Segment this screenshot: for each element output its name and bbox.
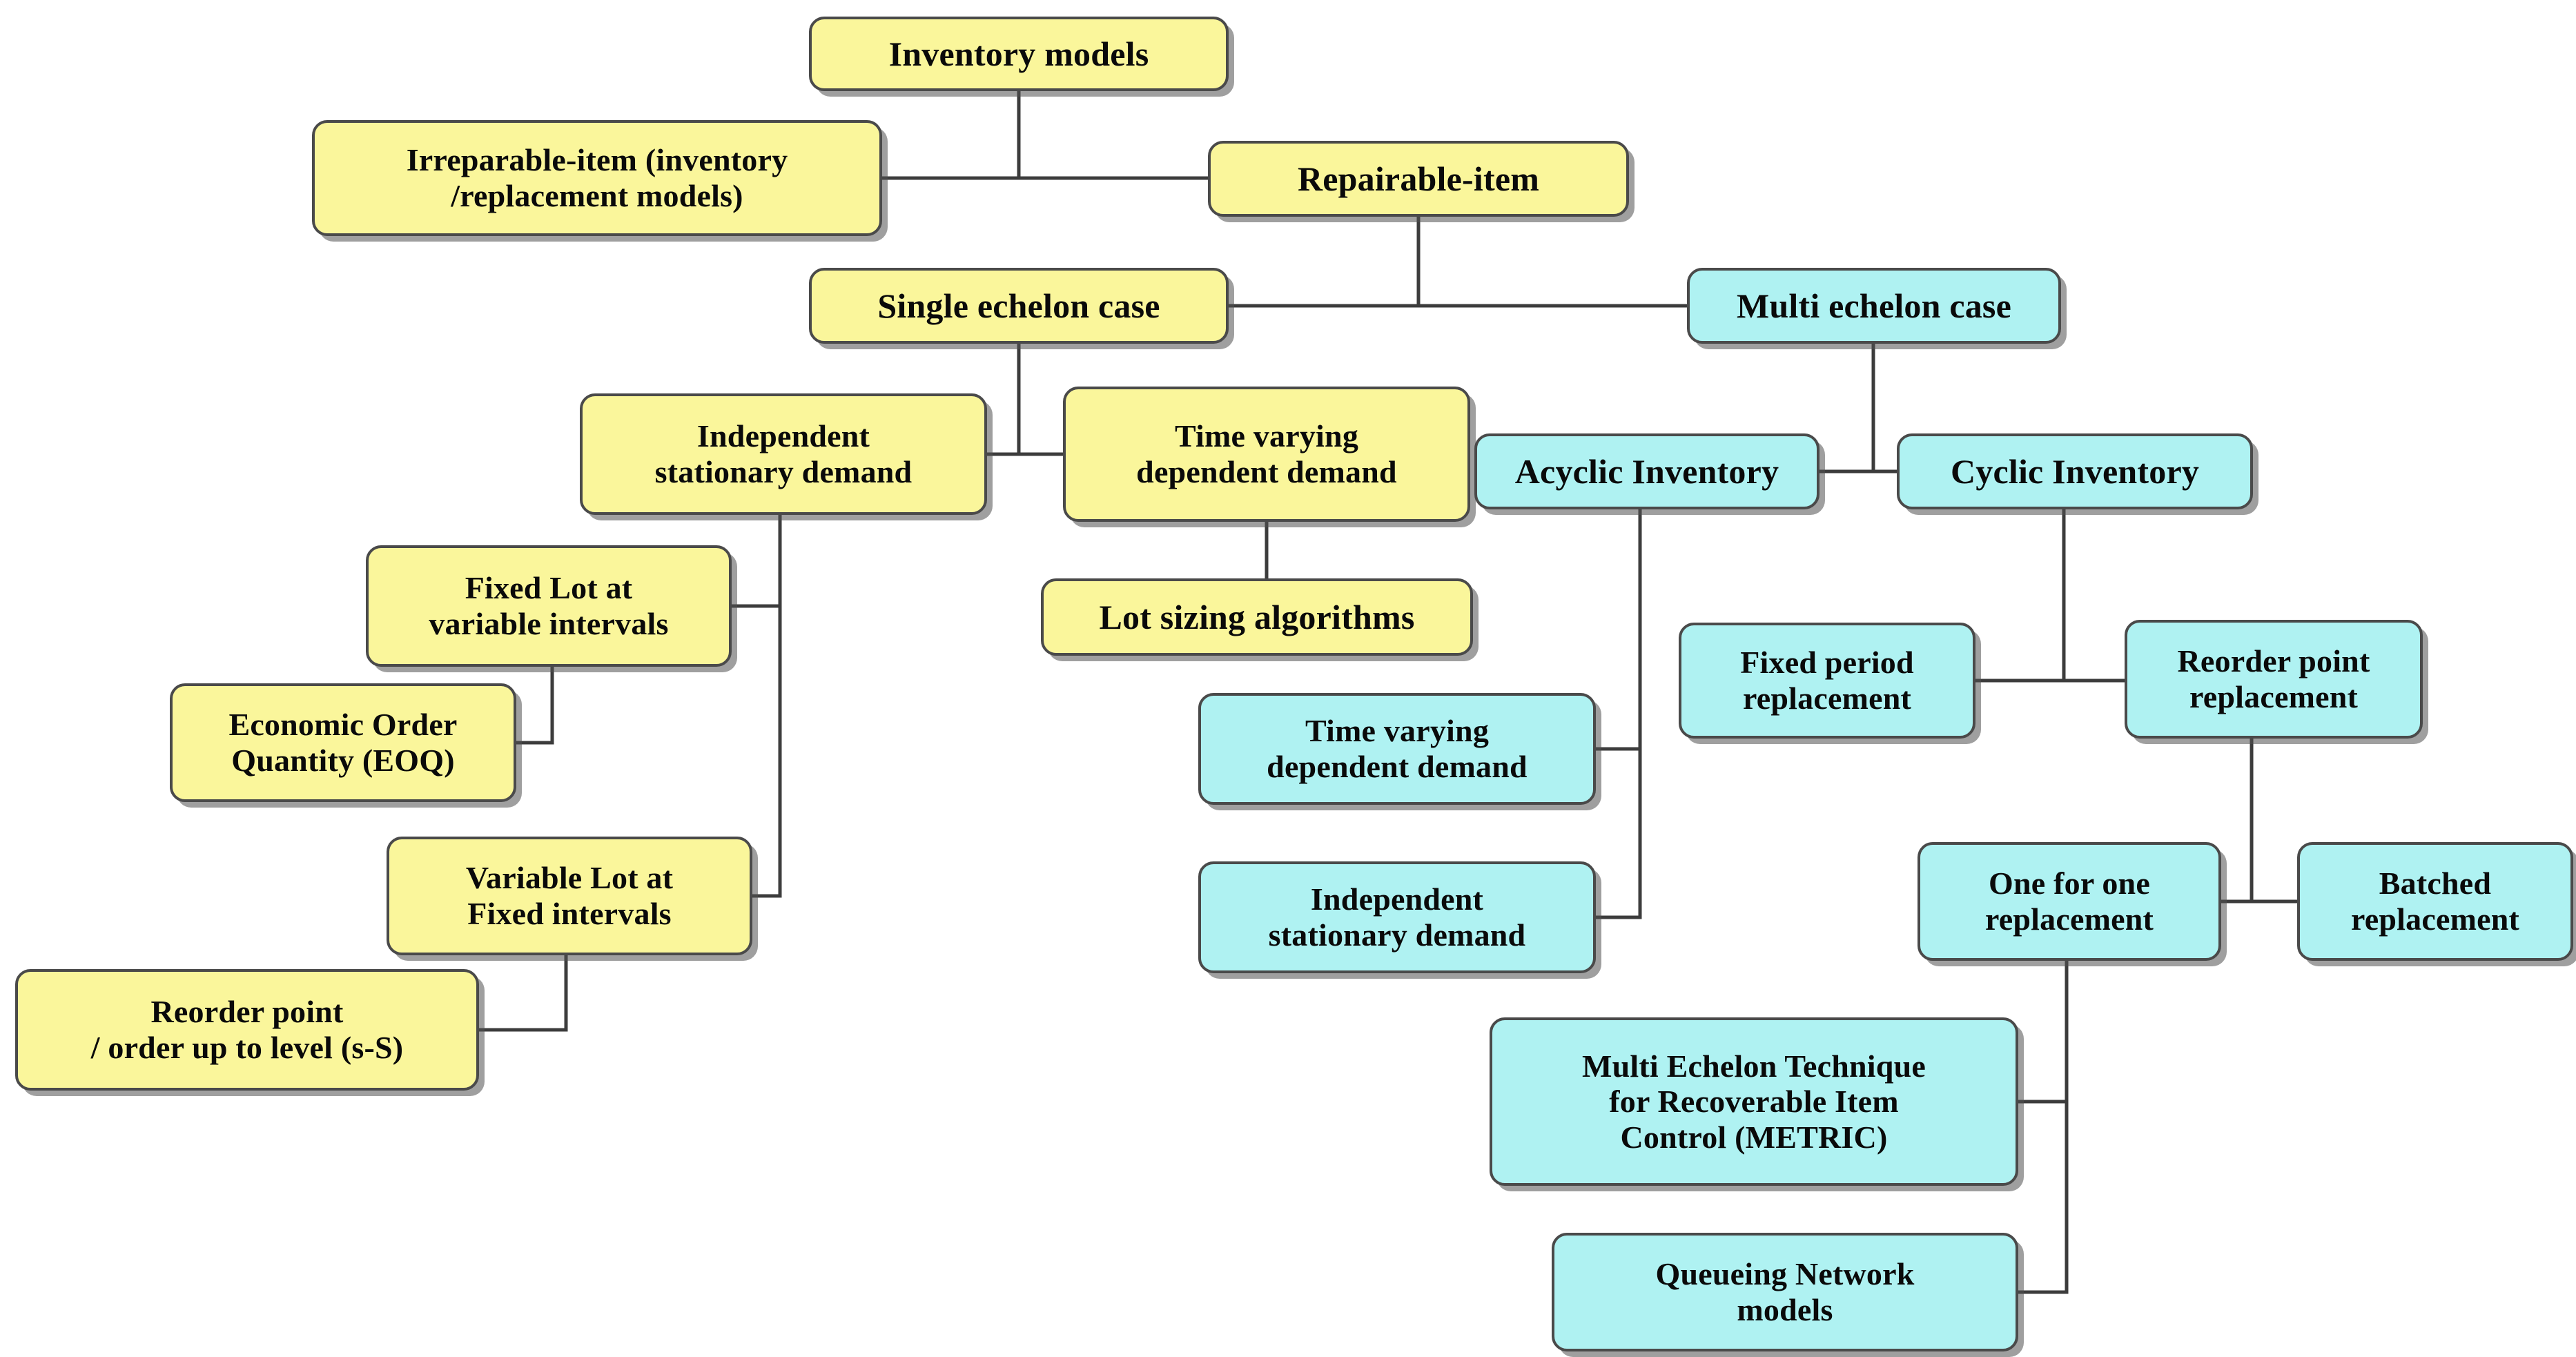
connector-variable-lot--reorder-point-sS [479,955,568,1032]
node-label: Independent stationary demand [654,418,913,489]
node-one-for-one-replacement[interactable]: One for one replacement [1918,842,2221,961]
node-fixed-lot-variable-intervals[interactable]: Fixed Lot at variable intervals [366,545,732,667]
node-label: Reorder point / order up to level (s-S) [90,994,404,1065]
node-label: Queueing Network models [1655,1256,1915,1327]
node-metric[interactable]: Multi Echelon Technique for Recoverable … [1490,1017,2018,1186]
node-label: Variable Lot at Fixed intervals [465,860,674,931]
connector-cyclic--fixed-period [1975,509,2066,683]
connector-repairable-item--single-echelon-case [1229,217,1421,308]
node-label: Single echelon case [877,286,1160,325]
connector-acyclic--time-varying-rep [1596,509,1642,751]
node-label: Multi Echelon Technique for Recoverable … [1582,1048,1926,1155]
node-reorder-point-order-up-to-level[interactable]: Reorder point / order up to level (s-S) [15,969,479,1091]
node-label: Time varying dependent demand [1136,418,1397,489]
node-repairable-item[interactable]: Repairable-item [1208,141,1629,217]
node-label: Irreparable-item (inventory /replacement… [406,142,788,213]
node-time-varying-dependent-demand-repairable[interactable]: Time varying dependent demand [1198,693,1596,805]
connector-one-for-one--queueing [2018,961,2069,1294]
connector-multi-echelon--acyclic [1819,344,1875,474]
node-single-echelon-case[interactable]: Single echelon case [809,268,1229,344]
node-independent-stationary-demand[interactable]: Independent stationary demand [580,393,987,515]
connector-independent--fixed-lot [732,515,782,608]
node-label: Fixed period replacement [1740,645,1914,716]
connector-single-echelon--independent [987,344,1021,456]
connector-reorder-point-rep--one-for-one [2221,739,2254,904]
node-reorder-point-replacement[interactable]: Reorder point replacement [2125,620,2423,739]
node-time-varying-dependent-demand[interactable]: Time varying dependent demand [1063,387,1470,522]
node-batched-replacement[interactable]: Batched replacement [2297,842,2573,961]
node-acyclic-inventory[interactable]: Acyclic Inventory [1474,433,1819,509]
node-fixed-period-replacement[interactable]: Fixed period replacement [1679,623,1975,739]
node-label: Acyclic Inventory [1514,452,1779,491]
node-label: Repairable-item [1297,159,1540,198]
connector-acyclic--independent-rep [1596,509,1642,919]
node-label: One for one replacement [1984,866,2154,937]
node-cyclic-inventory[interactable]: Cyclic Inventory [1897,433,2253,509]
node-queueing-network-models[interactable]: Queueing Network models [1552,1233,2018,1351]
node-lot-sizing-algorithms[interactable]: Lot sizing algorithms [1041,578,1473,656]
node-label: Reorder point replacement [2177,643,2370,714]
node-label: Lot sizing algorithms [1099,598,1415,636]
node-label: Multi echelon case [1737,286,2011,325]
node-independent-stationary-demand-repairable[interactable]: Independent stationary demand [1198,861,1596,973]
node-economic-order-quantity[interactable]: Economic Order Quantity (EOQ) [170,683,516,802]
node-label: Time varying dependent demand [1267,713,1528,784]
connector-inventory-models--irreparable-item [882,91,1021,180]
node-irreparable-item[interactable]: Irreparable-item (inventory /replacement… [312,120,882,236]
node-label: Inventory models [888,35,1149,73]
connector-one-for-one--metric [2018,961,2069,1104]
node-variable-lot-fixed-intervals[interactable]: Variable Lot at Fixed intervals [387,837,752,955]
connector-fixed-lot--eoq [516,667,554,745]
node-multi-echelon-case[interactable]: Multi echelon case [1687,268,2061,344]
node-inventory-models[interactable]: Inventory models [809,17,1229,91]
node-label: Cyclic Inventory [1950,452,2200,491]
node-label: Fixed Lot at variable intervals [429,570,669,641]
node-label: Economic Order Quantity (EOQ) [228,707,458,778]
node-label: Independent stationary demand [1268,881,1526,953]
node-label: Batched replacement [2350,866,2520,937]
connector-independent--variable-lot [752,515,782,898]
